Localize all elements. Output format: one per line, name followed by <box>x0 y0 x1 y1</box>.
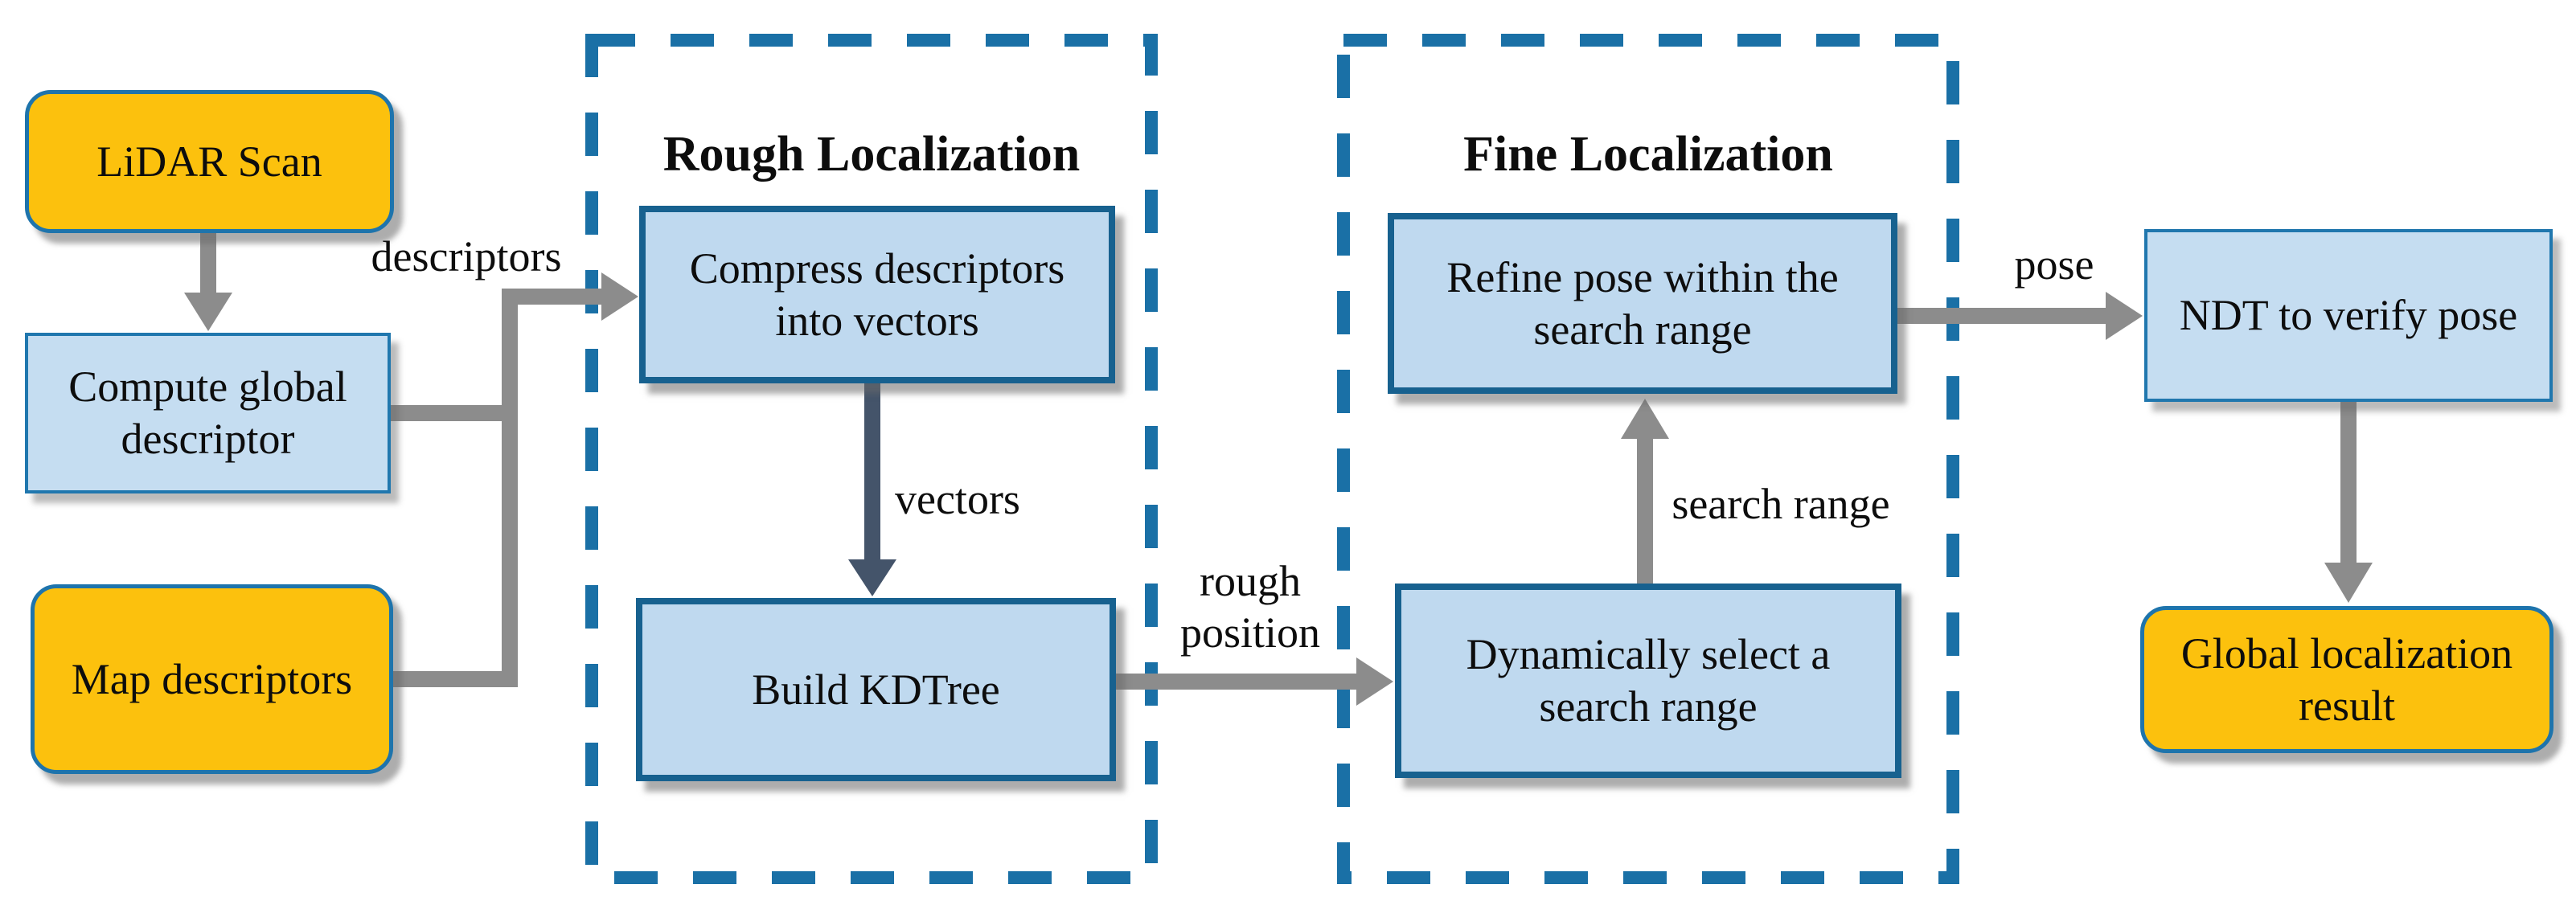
arrow-build-to-dynamic <box>1116 657 1393 706</box>
compress-descriptors-node: Compress descriptors into vectors <box>639 206 1115 383</box>
ndt-verify-pose-node: NDT to verify pose <box>2144 229 2553 402</box>
refine-pose-label: Refine pose within the search range <box>1446 252 1839 354</box>
refine-pose-node: Refine pose within the search range <box>1388 213 1897 394</box>
lidar-scan-label: LiDAR Scan <box>96 137 322 186</box>
edge-label-pose: pose <box>2014 240 2094 289</box>
edge-label-vectors: vectors <box>895 475 1020 523</box>
arrow-ndt-to-result <box>2324 402 2373 603</box>
arrow-refine-to-ndt <box>1897 292 2143 340</box>
rough-localization-title: Rough Localization <box>662 127 1081 182</box>
compress-descriptors-label: Compress descriptors into vectors <box>689 244 1065 345</box>
dynamic-search-range-node: Dynamically select a search range <box>1395 584 1901 778</box>
ndt-verify-pose-label: NDT to verify pose <box>2179 291 2518 340</box>
map-descriptors-label: Map descriptors <box>71 654 353 703</box>
arrow-descriptors-to-compress <box>391 272 638 687</box>
arrow-dynamic-to-refine <box>1621 399 1669 584</box>
rough-localization-frame <box>585 34 1158 884</box>
global-localization-result-label: Global localization result <box>2180 629 2513 730</box>
global-localization-result-node: Global localization result <box>2140 606 2553 753</box>
edge-label-rough-position: rough position <box>1179 557 1321 657</box>
build-kdtree-node: Build KDTree <box>636 598 1116 781</box>
edge-label-search-range: search range <box>1672 480 1890 528</box>
arrow-lidar-to-compute <box>184 233 232 331</box>
compute-global-descriptor-node: Compute global descriptor <box>25 333 391 493</box>
fine-localization-title: Fine Localization <box>1463 127 1833 182</box>
lidar-scan-node: LiDAR Scan <box>25 90 394 233</box>
edge-label-descriptors: descriptors <box>371 232 562 281</box>
compute-global-descriptor-label: Compute global descriptor <box>68 362 347 463</box>
fine-localization-frame <box>1337 34 1959 884</box>
dynamic-search-range-label: Dynamically select a search range <box>1466 630 1831 731</box>
arrow-compress-to-build <box>848 383 896 596</box>
map-descriptors-node: Map descriptors <box>31 584 393 774</box>
build-kdtree-label: Build KDTree <box>752 665 1000 714</box>
